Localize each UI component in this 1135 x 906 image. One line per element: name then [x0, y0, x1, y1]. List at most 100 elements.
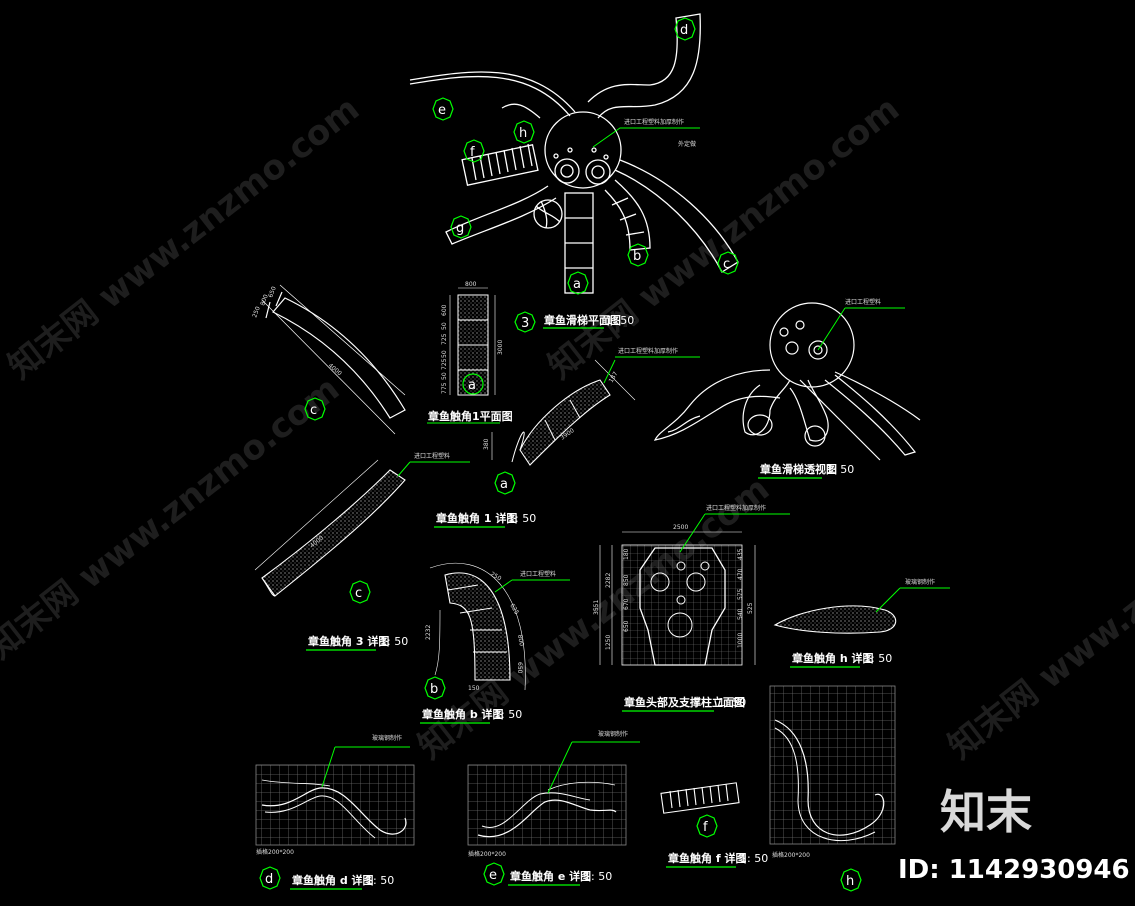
grid-d [255, 764, 415, 846]
dim-head-height: 3551 [593, 600, 600, 615]
perspective-view [653, 302, 921, 461]
dim-head-upper: 2282 [605, 573, 612, 588]
bubble-c-detail: c [355, 586, 362, 601]
bubble-f-detail: f [703, 820, 708, 835]
tentacle1-detail [254, 459, 406, 597]
note-a-plastic: 进口工程塑料加厚制作 [618, 347, 678, 355]
dim-t1-seg: 725 [441, 333, 448, 345]
scale-tbd: 1: 50 [494, 708, 522, 721]
bubble-h-detail: h [846, 874, 854, 889]
dim-c-2: 800 [259, 293, 270, 306]
title-tentacle3-detail: 章鱼触角 3 详图 [308, 634, 389, 648]
brand-logo: 知末 [940, 785, 1032, 839]
title-tentacle1-detail: 章鱼触角 1 详图 [436, 511, 517, 525]
bubble-d: d [680, 23, 688, 38]
dim-head-width: 2500 [673, 524, 688, 531]
dim-b-2: 625 [508, 603, 520, 617]
scale-ted: 1: 50 [584, 870, 612, 883]
watermark-text: 知末网 www.znzmo.com [1, 89, 367, 387]
dim-head-left: 850 [623, 574, 630, 586]
scale-head: 1: 50 [718, 696, 746, 709]
note-b-plastic: 进口工程塑料 [520, 570, 556, 578]
dim-t1-height: 3000 [497, 340, 504, 355]
scale-t3d: 1: 50 [380, 635, 408, 648]
dim-t1-seg: 50 [441, 372, 448, 380]
dim-b-5: 2232 [425, 625, 432, 640]
dim-a-rise: 380 [483, 438, 490, 450]
dim-c-len: 4000 [327, 362, 343, 377]
note-t1d-plastic: 进口工程塑料 [414, 452, 450, 460]
dim-head-right: 575 [737, 588, 744, 600]
dim-head-right: 540 [737, 608, 744, 620]
dim-b-3: 800 [516, 634, 525, 647]
dim-head-right: 1000 [737, 633, 744, 648]
brand-id: ID: 1142930946 [898, 855, 1130, 885]
dim-c-1: 250 [251, 305, 262, 318]
bubble-d-detail: d [265, 872, 273, 887]
head-elevation [599, 531, 756, 666]
bubble-b-detail: b [430, 682, 438, 697]
dim-t1-seg: 50 [441, 350, 448, 358]
scale-perspective: 1: 50 [826, 463, 854, 476]
bubble-h: h [519, 126, 527, 141]
bubble-e-detail: e [489, 868, 497, 883]
octopus-plan [409, 13, 739, 294]
title-tentacle-b-detail: 章鱼触角 b 详图 [422, 707, 504, 721]
note-e-frp: 玻璃钢制作 [598, 730, 628, 738]
tentacle-c-plan [261, 284, 406, 435]
plan-bubbles: d e h f g b c a [432, 17, 739, 295]
dim-head-left: 650 [623, 620, 630, 632]
dim-head-lower: 1250 [605, 635, 612, 650]
bubble-3: 3 [521, 316, 529, 331]
bubble-a-plan: a [468, 378, 476, 393]
title-plan: 章鱼滑梯平面图 [544, 313, 621, 327]
dim-t1-seg: 775 [441, 382, 448, 394]
note-d-frp: 玻璃钢制作 [372, 734, 402, 742]
note-grid-e: 插格200*200 [468, 850, 506, 858]
dim-head-left: 670 [623, 598, 630, 610]
dim-b-1: 250 [489, 571, 503, 583]
dim-head-right: 525 [747, 602, 754, 614]
dim-a-end: 187 [608, 370, 620, 384]
note-grid-h: 插格200*200 [772, 851, 810, 859]
title-tentacle-e-detail: 章鱼触角 e 详图 [510, 869, 591, 883]
bubble-e: e [438, 103, 446, 118]
dim-head-right: 435 [737, 548, 744, 560]
dim-t1-width: 800 [465, 281, 477, 288]
scale-thd: 1: 50 [864, 652, 892, 665]
note-imported-plastic-thick: 进口工程塑料加厚制作 [624, 118, 684, 126]
note-head-plastic: 进口工程塑料加厚制作 [706, 504, 766, 512]
bubble-c-plan: c [310, 403, 317, 418]
note-h-frp: 玻璃钢制作 [905, 578, 935, 586]
dim-b-4: 650 [516, 662, 523, 674]
tentacle-a-detail [491, 359, 636, 466]
title-tentacle-h-detail: 章鱼触角 h 详图 [792, 651, 874, 665]
dim-c-3: 650 [267, 285, 278, 298]
scale-tdd: 1: 50 [366, 874, 394, 887]
dim-t1-seg: 725 [441, 358, 448, 370]
watermark-text: 知末网 www.znzmo.com [541, 89, 907, 387]
bubble-g: g [456, 221, 464, 236]
dim-head-right: 470 [737, 568, 744, 580]
bubble-a-detail: a [500, 477, 508, 492]
dim-head-left: 180 [623, 548, 630, 560]
note-persp-plastic: 进口工程塑料 [845, 298, 881, 306]
scale-t1d: 1: 50 [508, 512, 536, 525]
title-tentacle-d-detail: 章鱼触角 d 详图 [292, 873, 374, 887]
bubble-f: f [470, 145, 475, 160]
grid-e [467, 764, 627, 846]
dim-t1-seg: 600 [441, 304, 448, 316]
title-perspective: 章鱼滑梯透视图 [760, 462, 837, 476]
watermark-text: 知末网 www.znzmo.com [0, 369, 347, 667]
title-tentacle-f-detail: 章鱼触角 f 详图 [668, 851, 746, 865]
plan-leaders [592, 127, 700, 148]
scale-plan: 1: 50 [606, 314, 634, 327]
dim-t1-seg: 50 [441, 322, 448, 330]
tentacle-f-ladder [660, 782, 740, 814]
title-head-elev: 章鱼头部及支撑柱立面图 [624, 695, 745, 709]
grid-h [769, 685, 896, 845]
dim-b-6: 150 [468, 685, 480, 692]
tentacle1-plan: a [449, 287, 496, 396]
note-grid-d: 插格200*200 [256, 848, 294, 856]
